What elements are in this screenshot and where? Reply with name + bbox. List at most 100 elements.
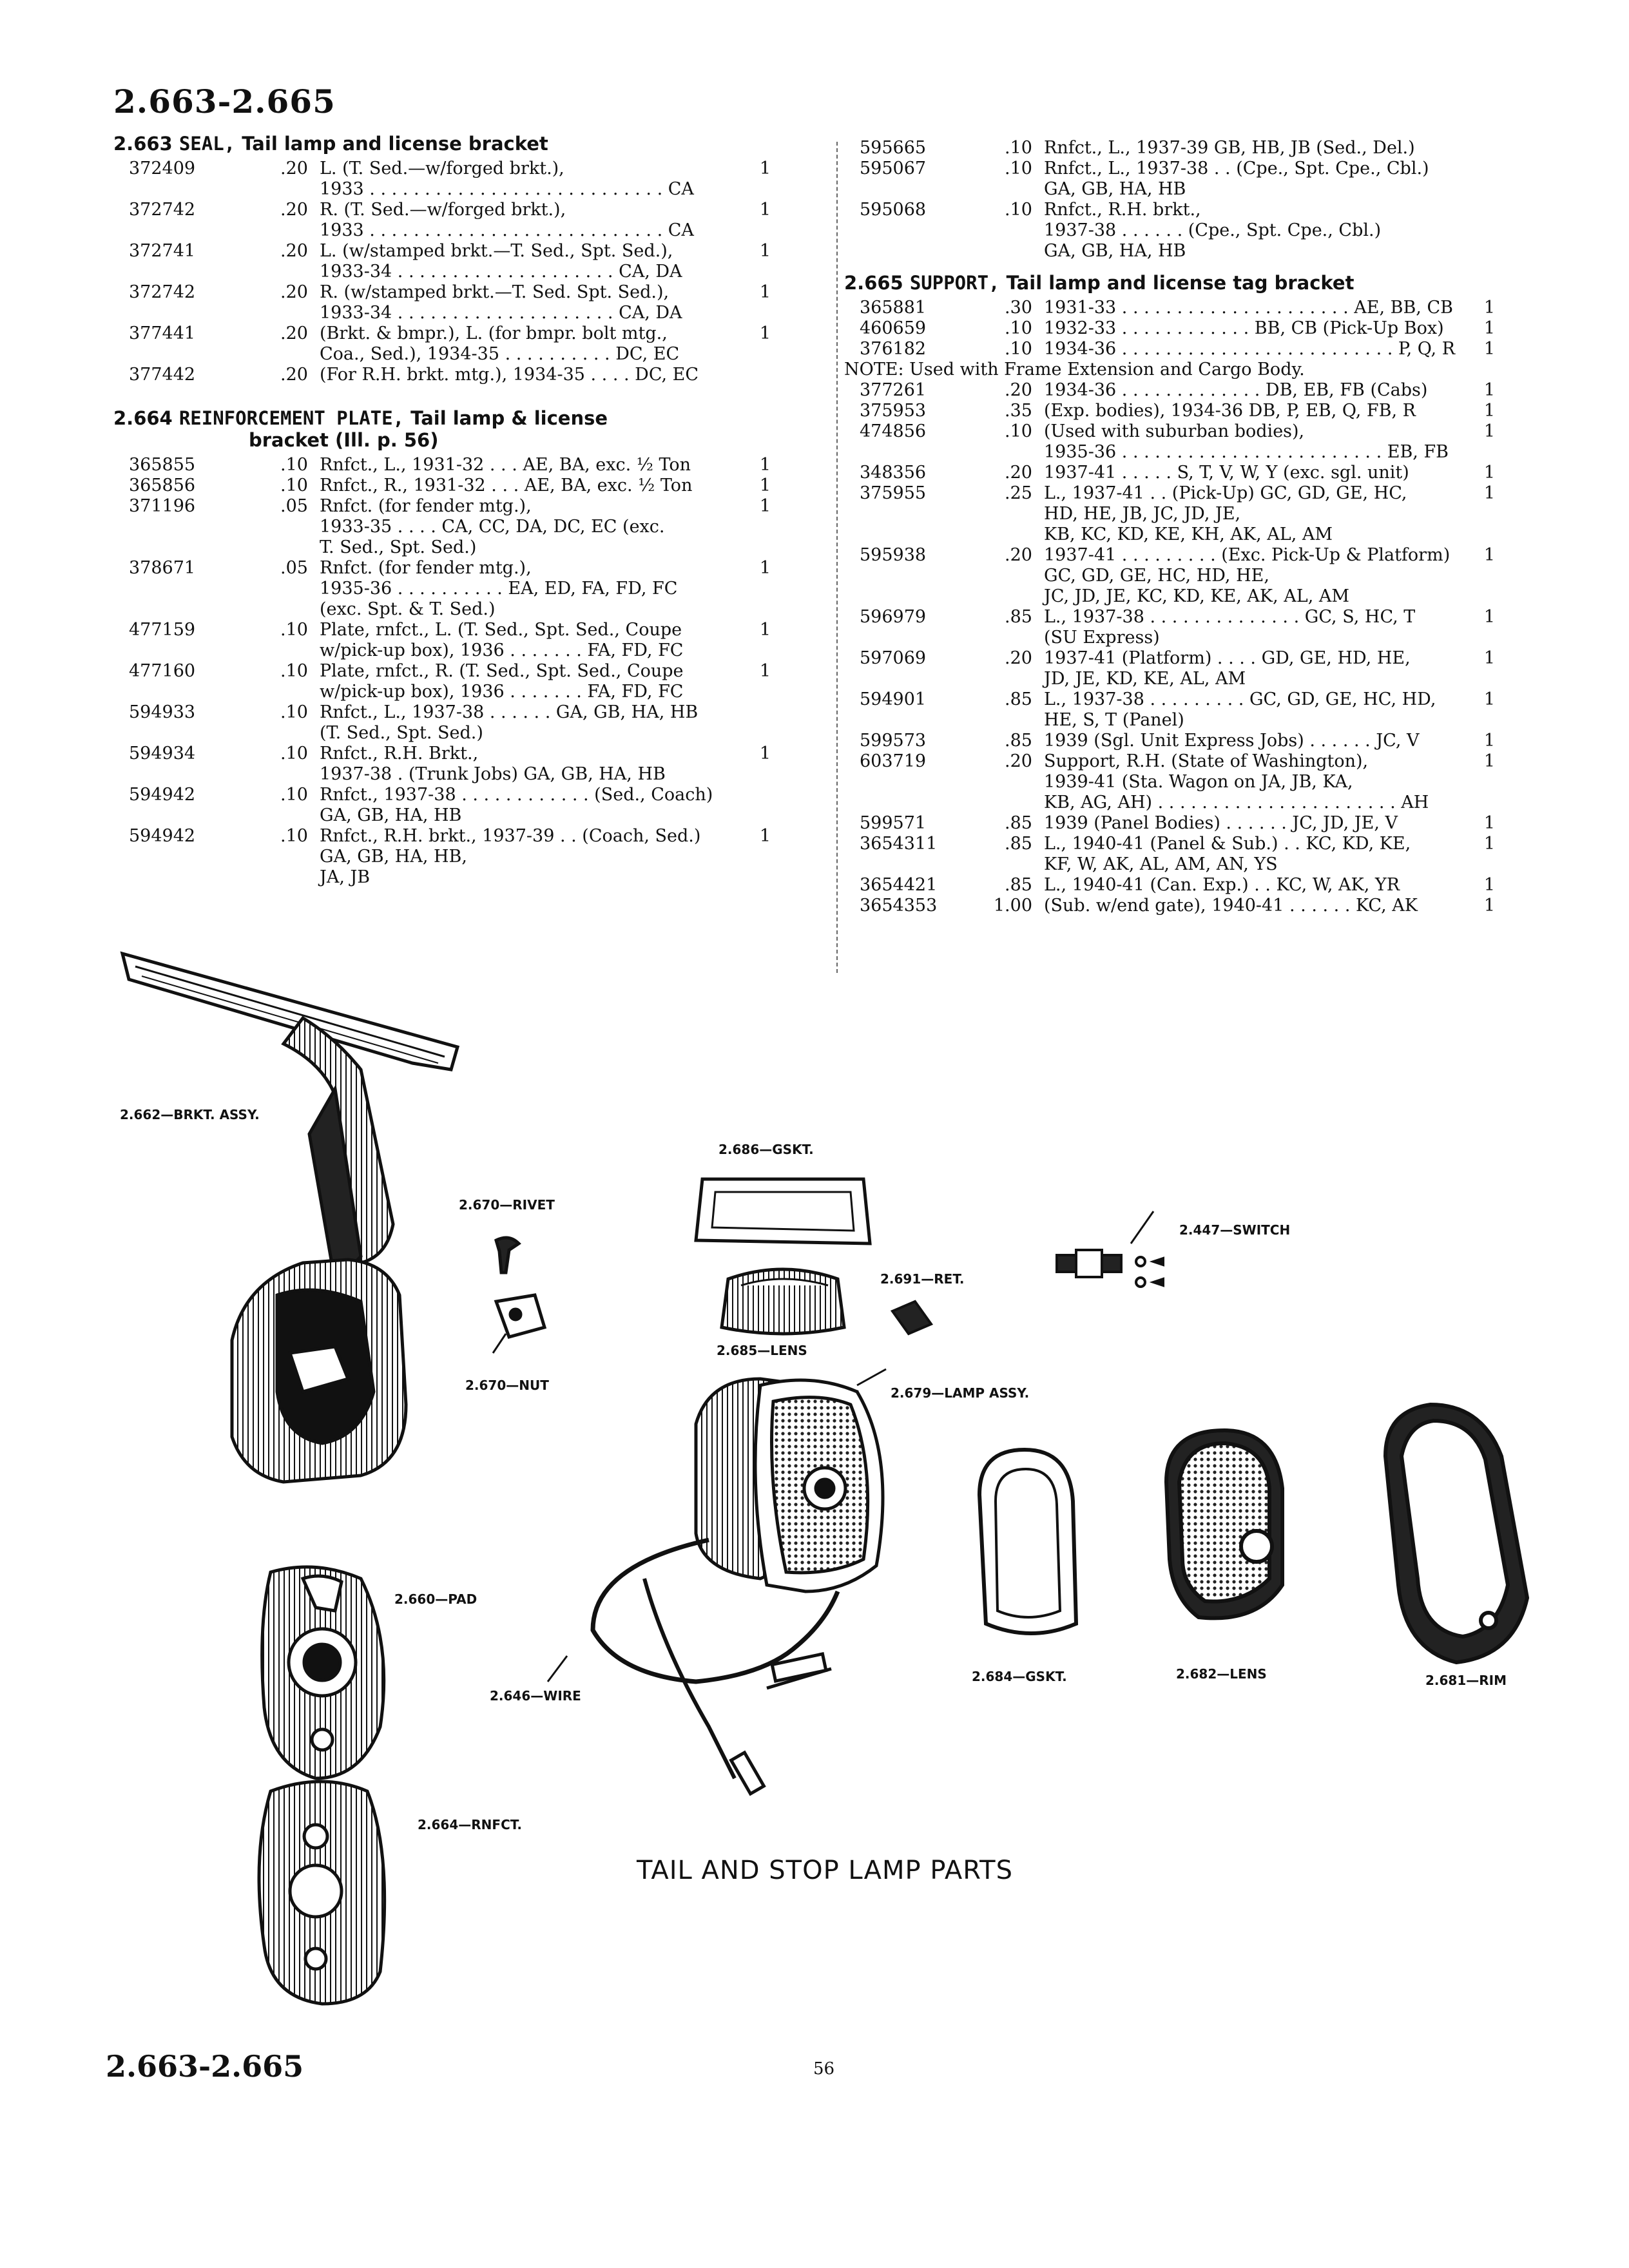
part-number: 378671 bbox=[129, 558, 196, 578]
part-row: 375953.35(Exp. bodies), 1934-36 DB, P, E… bbox=[844, 401, 1547, 421]
quantity: 1 bbox=[759, 323, 771, 343]
quantity: 1 bbox=[759, 241, 771, 261]
section-number: 2.663 bbox=[113, 133, 173, 155]
part-description: Rnfct. (for fender mtg.), 1935-36 . . . … bbox=[320, 558, 678, 619]
part-description: L. (T. Sed.—w/forged brkt.), 1933 . . . … bbox=[320, 159, 694, 199]
rim bbox=[1383, 1402, 1530, 1665]
part-description: L. (w/stamped brkt.—T. Sed., Spt. Sed.),… bbox=[320, 241, 682, 282]
quantity: 1 bbox=[1483, 834, 1495, 854]
price: .20 bbox=[280, 200, 308, 220]
footer-title: 2.663-2.665 bbox=[106, 2049, 304, 2084]
price: .85 bbox=[1005, 731, 1032, 751]
part-description: L., 1937-38 . . . . . . . . . . . . . . … bbox=[1044, 607, 1416, 648]
section-desc: Tail lamp & license bbox=[410, 407, 608, 429]
part-number: 377261 bbox=[860, 380, 927, 400]
quantity: 1 bbox=[759, 159, 771, 178]
price: .10 bbox=[280, 826, 308, 846]
section-heading: 2.663 SEAL, Tail lamp and license bracke… bbox=[113, 133, 829, 155]
bracket-assembly bbox=[120, 951, 460, 1484]
retainer bbox=[890, 1300, 934, 1336]
gasket-top bbox=[694, 1177, 872, 1245]
price: .10 bbox=[1005, 200, 1032, 220]
section-heading: 2.664 REINFORCEMENT PLATE, Tail lamp & l… bbox=[113, 407, 829, 451]
price: 1.00 bbox=[993, 896, 1032, 916]
part-description: (Sub. w/end gate), 1940-41 . . . . . . K… bbox=[1044, 896, 1418, 916]
price: .20 bbox=[280, 241, 308, 261]
part-number: 596979 bbox=[860, 607, 927, 627]
part-description: Plate, rnfct., R. (T. Sed., Spt. Sed., C… bbox=[320, 661, 684, 702]
part-description: R. (w/stamped brkt.—T. Sed. Spt. Sed.), … bbox=[320, 282, 682, 323]
price: .10 bbox=[280, 455, 308, 475]
lamp-assembly bbox=[546, 1368, 887, 1796]
part-row: 377442.20(For R.H. brkt. mtg.), 1934-35 … bbox=[113, 365, 829, 385]
part-description: 1934-36 . . . . . . . . . . . . . . . . … bbox=[1044, 339, 1456, 359]
part-number: 603719 bbox=[860, 751, 927, 771]
price: .20 bbox=[280, 323, 308, 343]
section-name: REINFORCEMENT PLATE, bbox=[178, 407, 405, 429]
part-description: 1932-33 . . . . . . . . . . . . BB, CB (… bbox=[1044, 318, 1444, 338]
section-number: 2.664 bbox=[113, 407, 173, 429]
label-pad: 2.660—PAD bbox=[394, 1591, 477, 1607]
label-bracket-assembly: 2.662—BRKT. ASSY. bbox=[120, 1107, 260, 1122]
column-divider bbox=[836, 142, 838, 973]
quantity: 1 bbox=[1483, 731, 1495, 751]
section-desc: Tail lamp and license bracket bbox=[242, 133, 548, 155]
label-lamp-assembly: 2.679—LAMP ASSY. bbox=[891, 1385, 1030, 1401]
lens-bottom bbox=[1164, 1428, 1284, 1620]
quantity: 1 bbox=[1483, 421, 1495, 441]
quantity: 1 bbox=[1483, 483, 1495, 503]
price: .85 bbox=[1005, 607, 1032, 627]
part-number: 595067 bbox=[860, 159, 927, 178]
part-number: 372741 bbox=[129, 241, 196, 261]
label-reinforcement: 2.664—RNFCT. bbox=[418, 1817, 522, 1832]
quantity: 1 bbox=[1483, 339, 1495, 359]
part-description: L., 1937-41 . . (Pick-Up) GC, GD, GE, HC… bbox=[1044, 483, 1407, 544]
part-number: 594901 bbox=[860, 689, 927, 709]
part-number: 3654311 bbox=[860, 834, 938, 854]
label-wire: 2.646—WIRE bbox=[490, 1688, 581, 1704]
nut bbox=[492, 1293, 547, 1354]
price: .20 bbox=[1005, 545, 1032, 565]
rivet bbox=[494, 1236, 521, 1274]
section-number: 2.665 bbox=[844, 272, 903, 294]
part-description: L., 1940-41 (Panel & Sub.) . . KC, KD, K… bbox=[1044, 834, 1411, 874]
quantity: 1 bbox=[759, 558, 771, 578]
price: .85 bbox=[1005, 875, 1032, 895]
part-number: 594942 bbox=[129, 785, 196, 805]
quantity: 1 bbox=[1483, 380, 1495, 400]
part-description: Rnfct., L., 1937-39 GB, HB, JB (Sed., De… bbox=[1044, 138, 1415, 158]
part-row: 378671 .05 Rnfct. (for fender mtg.), 1935-… bbox=[113, 558, 829, 620]
part-description: (Used with suburban bodies), 1935-36 . .… bbox=[1044, 421, 1449, 462]
quantity: 1 bbox=[1483, 875, 1495, 895]
quantity: 1 bbox=[759, 826, 771, 846]
part-number: 372742 bbox=[129, 282, 196, 302]
part-number: 375953 bbox=[860, 401, 927, 421]
part-description: 1939 (Sgl. Unit Express Jobs) . . . . . … bbox=[1044, 731, 1420, 751]
part-number: 376182 bbox=[860, 339, 927, 359]
part-description: 1937-41 . . . . . S, T, V, W, Y (exc. sg… bbox=[1044, 463, 1409, 483]
section-name: SEAL, bbox=[178, 133, 236, 155]
gasket-bottom bbox=[977, 1447, 1079, 1635]
price: .20 bbox=[1005, 751, 1032, 771]
price: .05 bbox=[280, 558, 308, 578]
price: .20 bbox=[280, 282, 308, 302]
quantity: 1 bbox=[1483, 463, 1495, 483]
quantity: 1 bbox=[1483, 607, 1495, 627]
price: .10 bbox=[280, 620, 308, 640]
label-gasket-top: 2.686—GSKT. bbox=[718, 1142, 814, 1157]
page-number: 56 bbox=[813, 2059, 835, 2079]
